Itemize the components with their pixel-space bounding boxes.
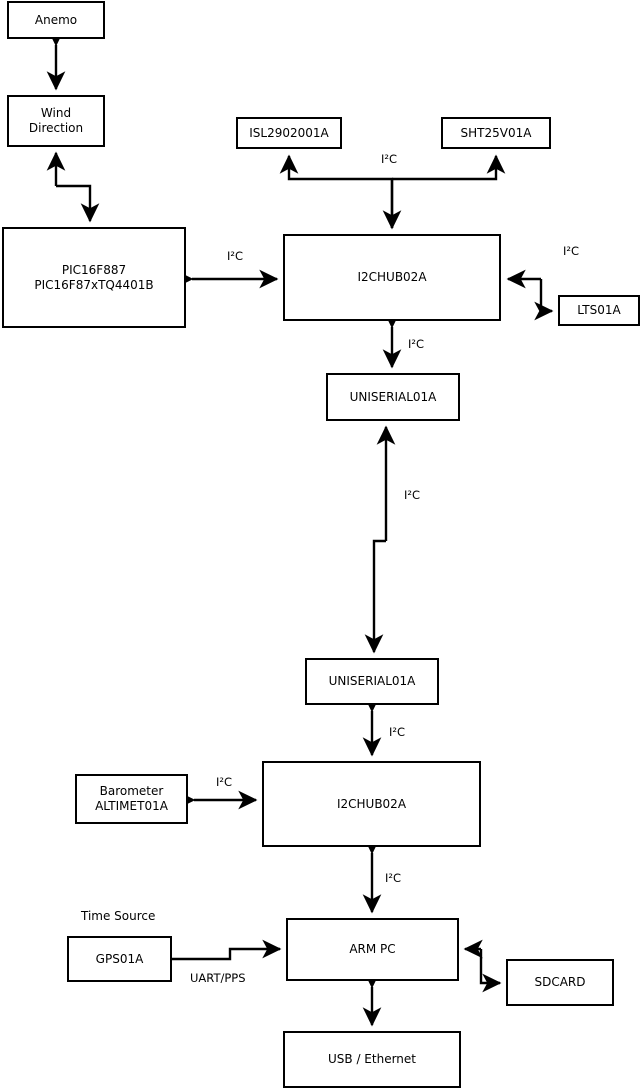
node-wind-direction[interactable]: Wind Direction [7,95,105,147]
node-isl2902001a-label: ISL2902001A [249,125,329,140]
node-uniserial01a-bottom[interactable]: UNISERIAL01A [305,658,439,705]
node-sht25v01a[interactable]: SHT25V01A [441,117,551,149]
edge-label-i2c-hub-sensors: I²C [381,152,398,166]
node-i2chub02a-bottom-label: I2CHUB02A [336,796,407,811]
node-lts01a-label: LTS01A [577,303,621,317]
node-usb-ethernet-label: USB / Ethernet [328,1052,416,1066]
node-gps01a[interactable]: GPS01A [67,936,172,982]
node-sdcard[interactable]: SDCARD [506,959,614,1006]
node-i2chub02a-top[interactable]: I2CHUB02A [283,234,501,321]
node-wind-direction-label: Wind Direction [28,106,84,135]
label-time-source: Time Source [81,909,156,923]
edge-label-i2c-barometer: I²C [216,775,233,789]
edge-label-i2c-pic-hub: I²C [227,249,244,263]
node-barometer-altimet01a-label: Barometer ALTIMET01A [95,784,168,813]
node-isl2902001a[interactable]: ISL2902001A [236,117,342,149]
connector-gps-armpc [172,939,282,961]
node-gps01a-label: GPS01A [95,951,144,966]
node-usb-ethernet[interactable]: USB / Ethernet [283,1031,461,1088]
edge-label-i2c-uniserial-link: I²C [404,488,421,502]
edge-label-i2c-uniserial-hub: I²C [389,725,406,739]
connector-hubtop-tee [279,154,394,228]
node-pic16f887-label: PIC16F887 PIC16F87xTQ4401B [34,262,154,292]
connector-unitop-unibot-elbow [364,539,386,654]
node-anemo-label: Anemo [34,12,78,27]
node-sht25v01a-label: SHT25V01A [460,125,532,140]
node-uniserial01a-top-label: UNISERIAL01A [349,389,437,404]
node-barometer-altimet01a[interactable]: Barometer ALTIMET01A [75,774,188,824]
node-arm-pc[interactable]: ARM PC [286,918,459,981]
node-i2chub02a-bottom[interactable]: I2CHUB02A [262,761,481,847]
connector-hubtop-lts-out [534,279,554,321]
edge-label-uart-pps: UART/PPS [190,971,246,985]
node-lts01a[interactable]: LTS01A [558,295,640,326]
connector-wind-pic-elbow [56,184,100,223]
node-uniserial01a-top[interactable]: UNISERIAL01A [326,373,460,421]
edge-label-i2c-hub-uniserial: I²C [408,337,425,351]
node-sdcard-label: SDCARD [534,975,586,989]
connector-armpc-sdcard-out [479,949,502,993]
node-anemo[interactable]: Anemo [7,1,105,39]
node-arm-pc-label: ARM PC [349,942,396,956]
node-uniserial01a-bottom-label: UNISERIAL01A [328,674,416,688]
node-i2chub02a-top-label: I2CHUB02A [357,270,427,284]
edge-label-i2c-hub-armpc: I²C [385,871,402,885]
connector-hubtop-tee-right [392,154,506,181]
edge-label-i2c-lts: I²C [563,244,580,258]
node-pic16f887[interactable]: PIC16F887 PIC16F87xTQ4401B [2,227,186,328]
